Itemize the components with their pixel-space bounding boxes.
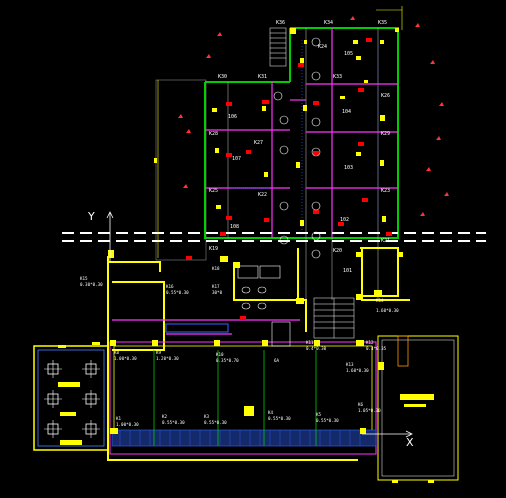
col-label-k26: K26 [381, 93, 390, 99]
k15-name: K15 [80, 276, 88, 281]
room-105: 105 [344, 51, 353, 57]
column-markers-red [226, 38, 372, 226]
grid-axis-dashed [62, 232, 486, 242]
blue-beam-lower [165, 323, 229, 333]
col-label-k27: K27 [254, 140, 263, 146]
base-hatch [111, 429, 377, 447]
k14-dim: 1.60*0.30 [376, 308, 399, 313]
k9-name: K9 [156, 350, 162, 355]
col-label-k22: K22 [258, 192, 267, 198]
column-labels-upper: K36 K34 K35 K30 K31 K33 K28 K27 K29 K26 … [209, 20, 390, 254]
room-108: 108 [230, 224, 239, 230]
k5-dim: 0.55*0.30 [316, 418, 339, 423]
hall-green-lines [153, 350, 317, 446]
k2-dim: 0.55*0.30 [162, 420, 185, 425]
k14-name: K14 [376, 298, 384, 303]
fixtures [273, 37, 321, 259]
column-blocks-upper [154, 28, 399, 226]
axis-x [362, 430, 413, 438]
main-hall [109, 341, 377, 455]
beams-lower [112, 319, 300, 335]
interior-walls [227, 28, 379, 300]
dimension-frame [155, 79, 207, 261]
col-label-k33: K33 [333, 74, 342, 80]
k18-name: K18 [212, 266, 220, 271]
room-107: 107 [232, 156, 241, 162]
col-label-k21: K21 [381, 238, 390, 244]
col-label-k24: K24 [318, 44, 327, 50]
k6-name: K6 [358, 402, 364, 407]
k11-name: K11 [306, 340, 314, 345]
k6a-name: 6A [274, 358, 280, 363]
dimension-marks [157, 6, 403, 258]
k17-name: K17 [212, 284, 220, 289]
col-label-k34: K34 [324, 20, 333, 26]
lower-wing-walls [107, 247, 410, 461]
stair-lower [313, 297, 355, 339]
k4-dim: 0.55*0.30 [268, 416, 291, 421]
col-label-k31: K31 [258, 74, 267, 80]
k10-dim: 0.35*0.70 [216, 358, 239, 363]
lower-column-labels: K15 0.30*0.30 K16 0.55*0.30 K17 30*0 K18… [80, 266, 399, 427]
stair-upper [269, 27, 287, 67]
room-103: 103 [344, 165, 353, 171]
k8-dim: 1.00*0.30 [114, 356, 137, 361]
axis-x-label: X [406, 436, 414, 449]
k13-dim: 1.60*0.30 [346, 368, 369, 373]
k4-name: K4 [268, 410, 274, 415]
col-label-k35: K35 [378, 20, 387, 26]
col-label-k25: K25 [209, 188, 218, 194]
k6-dim: 1.05*0.30 [358, 408, 381, 413]
base-hatch-lines [119, 430, 361, 446]
col-label-k29: K29 [381, 131, 390, 137]
axis-y-label: Y [87, 210, 95, 223]
k1-dim: 1.00*0.30 [116, 422, 139, 427]
wc-fixtures [237, 265, 291, 347]
k10-name: K10 [216, 352, 224, 357]
k15-dim: 0.30*0.30 [80, 282, 103, 287]
k5-name: K5 [316, 412, 322, 417]
room-numbers: 105 104 106 107 103 102 108 101 [228, 51, 353, 274]
right-room [377, 335, 459, 481]
room-104: 104 [342, 109, 351, 115]
col-label-k36: K36 [276, 20, 285, 26]
seating-area [33, 345, 109, 451]
k16-name: K16 [166, 284, 174, 289]
upper-wing-boundary [204, 27, 399, 239]
k16-dim: 0.55*0.30 [166, 290, 189, 295]
column-markers-red-lower [186, 232, 392, 320]
k12-name: K12 [366, 340, 374, 345]
room-106: 106 [228, 114, 237, 120]
col-label-k20: K20 [333, 248, 342, 254]
k3-name: K3 [204, 414, 210, 419]
hall-inner [113, 345, 373, 443]
room-101: 101 [343, 268, 352, 274]
col-label-k23: K23 [381, 188, 390, 194]
k9-dim: 1.20*0.30 [156, 356, 179, 361]
k11-dim: 0.4*0.30 [306, 346, 327, 351]
k3-dim: 0.55*0.30 [204, 420, 227, 425]
axis-y [106, 211, 114, 262]
k8-name: K8 [114, 350, 120, 355]
k2-name: K2 [162, 414, 168, 419]
k17-dim: 30*0 [212, 290, 223, 295]
site-markers [178, 16, 449, 216]
col-label-k30: K30 [218, 74, 227, 80]
column-blocks-lower [58, 250, 434, 483]
room-102: 102 [340, 217, 349, 223]
beams-upper [205, 28, 398, 238]
k13-name: K13 [346, 362, 354, 367]
k12-dim: 0.4*0.35 [366, 346, 387, 351]
col-label-k19: K19 [209, 246, 218, 252]
col-label-k28: K28 [209, 131, 218, 137]
corridor-hatch [230, 40, 379, 230]
k1-name: K1 [116, 416, 122, 421]
